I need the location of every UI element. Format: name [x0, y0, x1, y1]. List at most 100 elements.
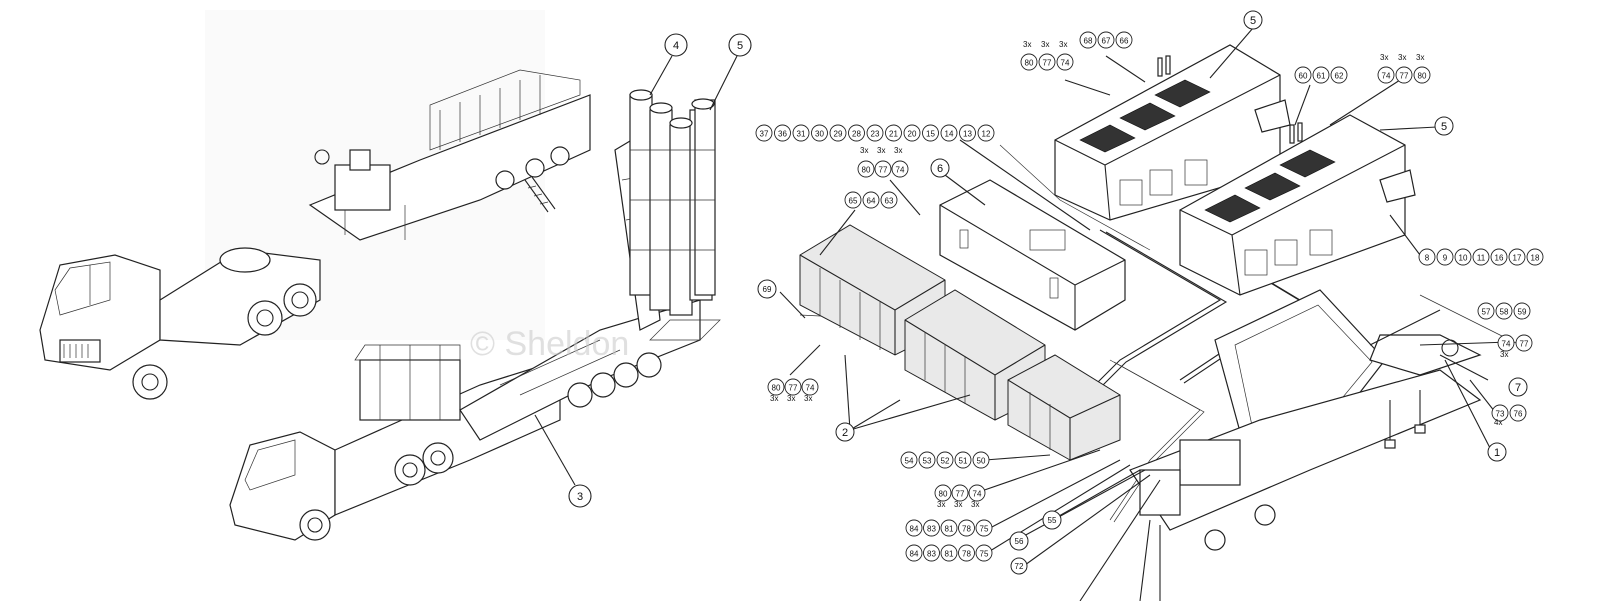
callout-circle	[954, 451, 972, 469]
callout-number: 80	[772, 384, 781, 393]
callout-number: 81	[945, 525, 954, 534]
leader-line	[709, 55, 738, 111]
callout-number: 11	[1477, 254, 1486, 263]
callout-number: 58	[1500, 308, 1509, 317]
callout-number: 53	[923, 457, 932, 466]
quantity-note: 3x	[1500, 350, 1508, 359]
svg-text:5: 5	[737, 40, 743, 52]
callout-circle	[958, 519, 975, 537]
callout-69: 69	[757, 279, 777, 299]
svg-text:4: 4	[673, 40, 679, 52]
right-leader-lines	[779, 27, 1511, 601]
callout-circle	[1115, 31, 1133, 49]
generator-trailer-drawing	[308, 69, 591, 241]
callout-circle	[900, 451, 918, 469]
callout-circle	[784, 378, 802, 396]
callout-circle	[1079, 31, 1097, 49]
quantity-note: 3x	[770, 394, 778, 403]
callout-number: 14	[945, 130, 954, 139]
leader-line	[534, 414, 576, 486]
svg-text:69: 69	[763, 285, 772, 294]
callout-number: 74	[973, 490, 982, 499]
callout-circle	[940, 544, 958, 562]
callout-circle	[767, 378, 785, 396]
callout-number: 60	[1299, 72, 1308, 81]
callout-circle	[922, 124, 939, 142]
callout-number: 84	[910, 525, 919, 534]
callout-circle	[1490, 248, 1508, 266]
quantity-note: 3x	[1041, 40, 1049, 49]
callout-number: 80	[1418, 72, 1427, 81]
callout-7: 7	[1508, 377, 1528, 397]
quantity-note: 3x	[877, 146, 885, 155]
quantity-note: 3x	[1398, 53, 1406, 62]
callout-circle	[975, 519, 993, 537]
tractor-unit-drawing	[39, 247, 321, 400]
callout-circle	[951, 484, 969, 502]
callout-2: 2	[835, 422, 855, 442]
callout-number: 17	[1513, 254, 1522, 263]
callout-circle	[923, 519, 940, 537]
callout-number: 83	[927, 525, 936, 534]
callout-circle	[923, 544, 940, 562]
callout-circle	[958, 544, 975, 562]
callout-number: 75	[980, 525, 989, 534]
callout-number: 23	[871, 130, 880, 139]
svg-text:1: 1	[1494, 447, 1500, 459]
quantity-note: 3x	[894, 146, 902, 155]
callout-circle	[905, 519, 923, 537]
callout-number: 20	[908, 130, 917, 139]
callout-number: 64	[867, 197, 876, 206]
callout-number: 54	[905, 457, 914, 466]
callout-number: 77	[1520, 340, 1529, 349]
callout-1: 1	[1487, 442, 1507, 462]
callout-circle	[968, 484, 986, 502]
callout-circle	[885, 124, 902, 142]
callout-5-middle: 5	[1434, 116, 1454, 136]
callout-circle	[792, 124, 810, 142]
callout-circle	[1436, 248, 1454, 266]
callout-circle	[1413, 66, 1431, 84]
callout-circle	[1513, 302, 1531, 320]
callout-number: 21	[889, 130, 898, 139]
callout-circle	[1038, 53, 1056, 71]
callout-circle	[1491, 404, 1509, 422]
callout-number: 74	[896, 166, 905, 175]
callout-circle	[866, 124, 884, 142]
watermark: © Sheldon	[470, 325, 629, 363]
callout-circle	[940, 124, 958, 142]
callout-5-top: 5	[1243, 10, 1263, 30]
callout-number: 77	[879, 166, 888, 175]
callout-circle	[977, 124, 995, 142]
callout-number: 10	[1459, 254, 1468, 263]
svg-text:5: 5	[1250, 15, 1256, 27]
callout-circle	[844, 191, 862, 209]
callout-number: 80	[1025, 59, 1034, 68]
callout-circle	[972, 451, 990, 469]
callout-number: 77	[1400, 72, 1409, 81]
callout-circle	[1330, 66, 1348, 84]
quantity-note: 4x	[1494, 418, 1502, 427]
callout-circle	[1097, 31, 1115, 49]
callout-4: 4	[664, 33, 688, 57]
svg-text:5: 5	[1441, 121, 1447, 133]
callout-number: 51	[959, 457, 968, 466]
callout-circle	[880, 191, 898, 209]
svg-text:2: 2	[842, 427, 848, 439]
callout-circle	[1418, 248, 1436, 266]
callout-number: 15	[926, 130, 935, 139]
callout-number: 68	[1084, 37, 1093, 46]
callout-number: 50	[977, 457, 986, 466]
callout-number: 28	[852, 130, 861, 139]
callout-number: 59	[1518, 308, 1527, 317]
container-5-middle	[1179, 114, 1416, 296]
